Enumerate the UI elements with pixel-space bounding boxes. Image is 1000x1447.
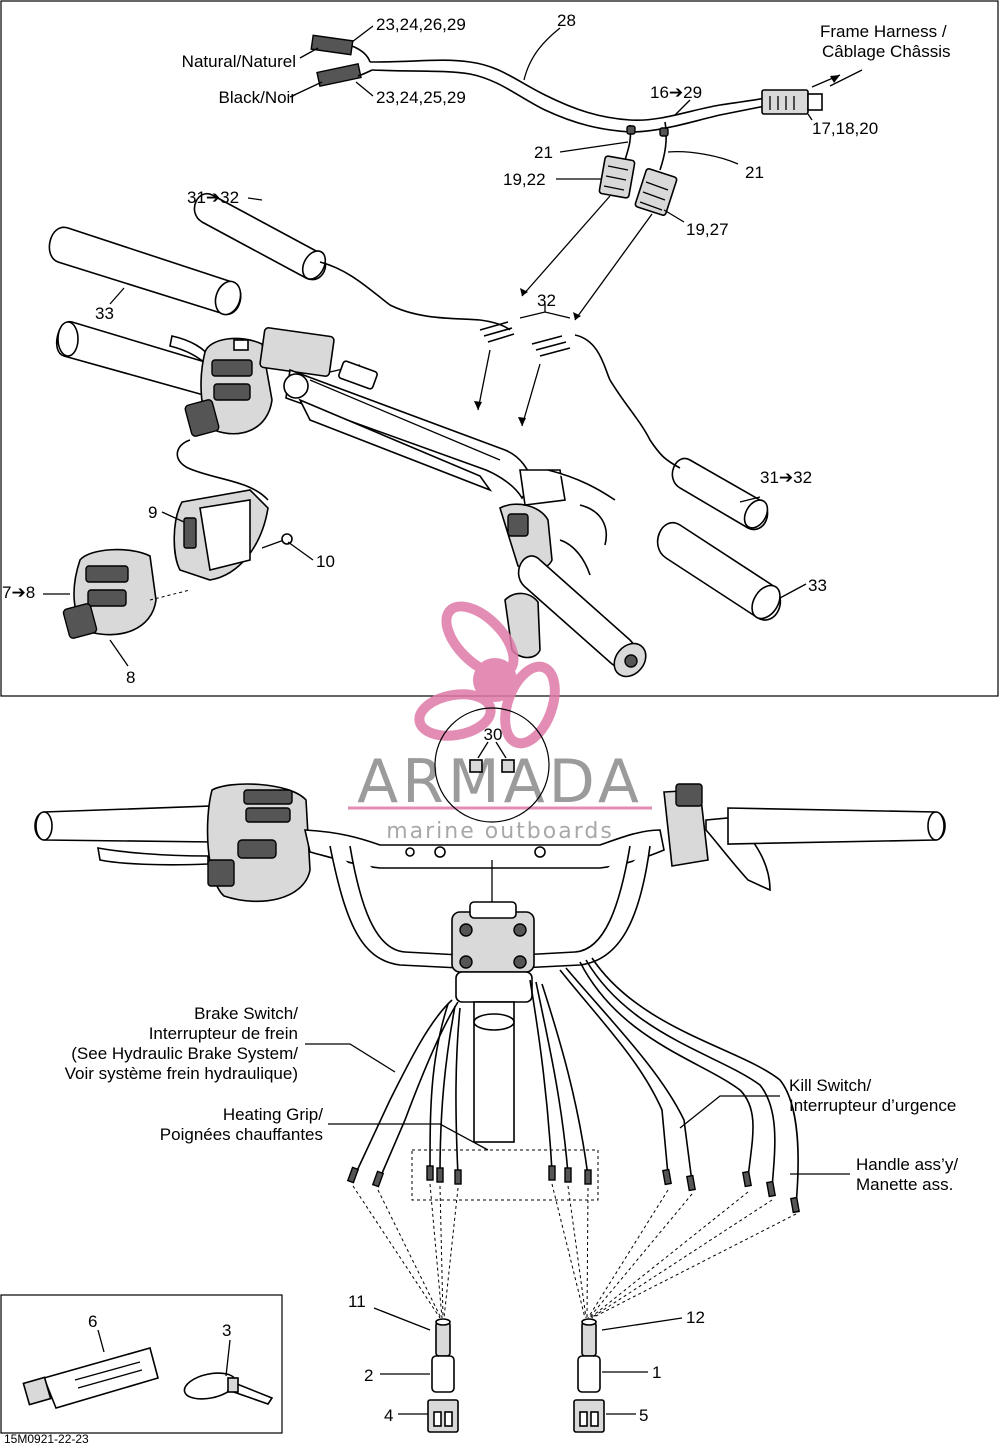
part-12 bbox=[581, 1321, 597, 1357]
connector-parts bbox=[427, 1318, 605, 1433]
armada-watermark: ARMADA marine outboards bbox=[348, 601, 652, 844]
diagram-code: 15M0921-22-23 bbox=[4, 1432, 89, 1446]
part-11 bbox=[435, 1321, 451, 1357]
leader-lines-top bbox=[43, 25, 863, 667]
ref-9: 9 bbox=[148, 503, 157, 522]
cable-tie-icon bbox=[183, 1372, 274, 1405]
label-brake-1: Brake Switch/ bbox=[194, 1004, 298, 1023]
screw-10 bbox=[261, 533, 293, 549]
ref-3: 3 bbox=[222, 1321, 231, 1340]
grease-tube-icon bbox=[22, 1347, 159, 1409]
ref-2: 2 bbox=[364, 1366, 373, 1385]
wire-bundles bbox=[346, 957, 800, 1214]
part-5 bbox=[573, 1399, 605, 1433]
ref-16-29: 16➔29 bbox=[650, 83, 702, 102]
label-heat-1: Heating Grip/ bbox=[223, 1105, 323, 1124]
watermark-brand: ARMADA bbox=[357, 747, 643, 817]
label-brake-2: Interrupteur de frein bbox=[149, 1024, 298, 1043]
ref-6: 6 bbox=[88, 1312, 97, 1331]
ref-11: 11 bbox=[348, 1292, 366, 1311]
ref-1: 1 bbox=[652, 1363, 661, 1382]
part-2 bbox=[431, 1355, 455, 1393]
propeller-logo-icon bbox=[414, 601, 560, 749]
ref-33-b: 33 bbox=[808, 576, 827, 595]
connector-19-27 bbox=[634, 168, 678, 216]
ref-23-25: 23,24,25,29 bbox=[376, 88, 466, 107]
kit-panel-frame bbox=[0, 1294, 283, 1434]
black-connector bbox=[316, 62, 362, 88]
natural-connector bbox=[310, 34, 354, 56]
pin-terminals bbox=[346, 1165, 800, 1214]
watermark-tagline: marine outboards bbox=[386, 819, 614, 844]
ref-17-18-20: 17,18,20 bbox=[812, 119, 878, 138]
part-4 bbox=[427, 1399, 459, 1433]
ref-7-8: 7➔8 bbox=[2, 583, 35, 602]
handlebar-top bbox=[55, 321, 647, 678]
labels-bottom: 30 Brake Switch/ Interrupteur de frein (… bbox=[4, 725, 958, 1446]
switch-housing-exploded bbox=[62, 439, 293, 639]
ref-4: 4 bbox=[384, 1406, 393, 1425]
part-1 bbox=[577, 1355, 601, 1393]
frame-harness-connector bbox=[761, 89, 809, 115]
ref-31-32-a: 31➔32 bbox=[187, 188, 239, 207]
label-brake-4: Voir système frein hydraulique) bbox=[65, 1064, 298, 1083]
label-kill-2: Interrupteur d’urgence bbox=[789, 1096, 956, 1115]
ref-12: 12 bbox=[686, 1308, 705, 1327]
pins-32-right bbox=[531, 335, 571, 357]
ref-8: 8 bbox=[126, 668, 135, 687]
ref-21-a: 21 bbox=[534, 143, 553, 162]
heating-grips-top bbox=[48, 193, 782, 621]
ref-10: 10 bbox=[316, 552, 335, 571]
label-brake-3: (See Hydraulic Brake System/ bbox=[71, 1044, 298, 1063]
kit-items bbox=[22, 1347, 274, 1409]
pins-32-left bbox=[479, 321, 515, 343]
label-heat-2: Poignées chauffantes bbox=[160, 1125, 323, 1144]
connector-19-22 bbox=[598, 155, 636, 199]
label-kill-1: Kill Switch/ bbox=[789, 1076, 871, 1095]
handlebar-front bbox=[34, 707, 946, 1143]
ref-28: 28 bbox=[557, 11, 576, 30]
labels-top: Natural/Naturel Black/Noir 23,24,26,29 2… bbox=[2, 11, 951, 687]
label-handle-2: Manette ass. bbox=[856, 1175, 953, 1194]
ref-21-b: 21 bbox=[745, 163, 764, 182]
ref-23-26: 23,24,26,29 bbox=[376, 15, 466, 34]
ref-32: 32 bbox=[537, 291, 556, 310]
label-handle-1: Handle ass’y/ bbox=[856, 1155, 958, 1174]
label-frame-harness-2: Câblage Châssis bbox=[822, 42, 951, 61]
ref-19-27: 19,27 bbox=[686, 220, 729, 239]
detail-circle-30 bbox=[434, 707, 550, 823]
ref-33-a: 33 bbox=[95, 304, 114, 323]
label-natural: Natural/Naturel bbox=[182, 52, 296, 71]
frame-harness bbox=[310, 34, 823, 216]
dotted-connection-lines bbox=[352, 1183, 797, 1319]
ref-30: 30 bbox=[484, 725, 503, 744]
label-black: Black/Noir bbox=[219, 88, 297, 107]
ref-31-32-b: 31➔32 bbox=[760, 468, 812, 487]
leader-lines-bottom bbox=[97, 1043, 850, 1415]
ref-19-22: 19,22 bbox=[503, 170, 546, 189]
label-frame-harness-1: Frame Harness / bbox=[820, 22, 947, 41]
ref-5: 5 bbox=[639, 1406, 648, 1425]
